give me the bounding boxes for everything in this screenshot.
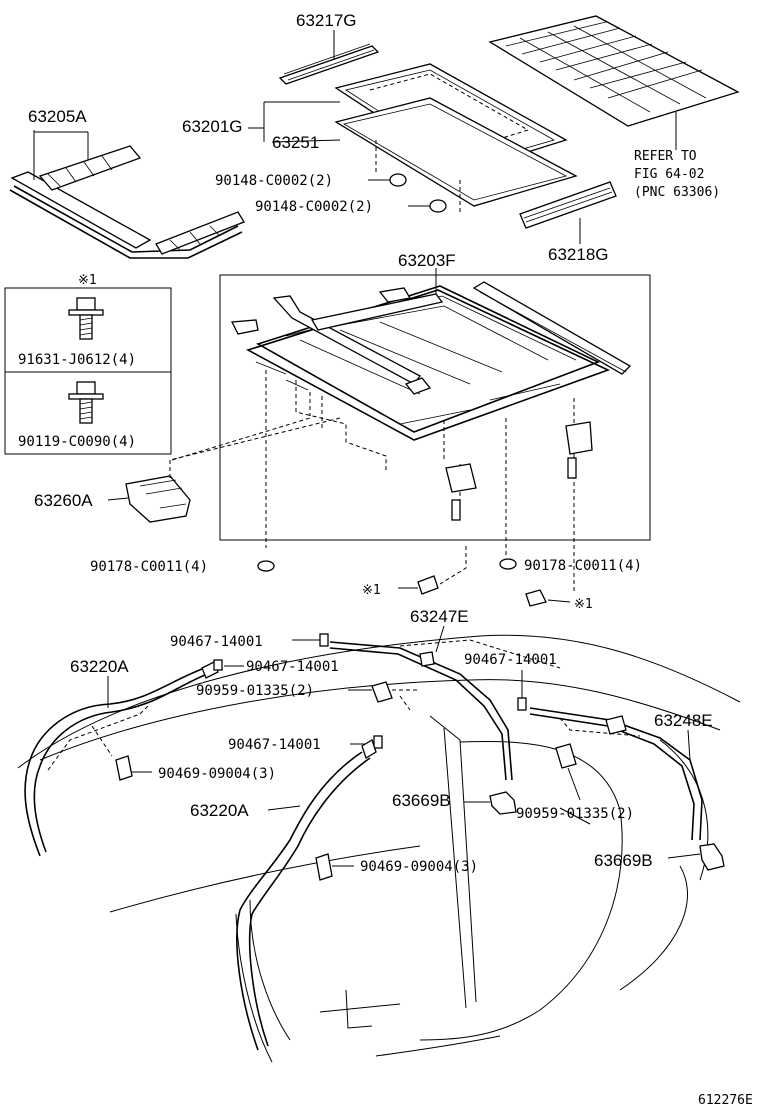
part-63247E-hose [329, 639, 561, 781]
part-90148-clip-1 [389, 173, 407, 187]
label-63220A-bottom: 63220A [190, 801, 249, 820]
fastener-box [4, 287, 172, 455]
illustration-code: 612276E [698, 1093, 753, 1108]
label-90467-a: 90467-14001 [170, 634, 263, 650]
part-63217G-rail [278, 30, 380, 85]
part-63218G-rail [519, 181, 617, 244]
bolt-90119-head [76, 381, 96, 395]
part-63220A-hose-rear [236, 739, 377, 1051]
label-note-2: ※1 [362, 583, 381, 598]
label-note-1: ※1 [78, 273, 97, 288]
label-refer-to: REFER TO [634, 149, 697, 164]
label-63248E: 63248E [654, 711, 713, 730]
part-63203F-housing-frame [230, 281, 632, 441]
nut-90178-left [257, 560, 275, 572]
label-note-3: ※1 [574, 597, 593, 612]
label-90148-bottom: 90148-C0002(2) [255, 199, 373, 215]
label-63247E: 63247E [410, 607, 469, 626]
clamp-90467-a [319, 633, 329, 647]
part-63205A-frame [9, 130, 245, 259]
label-91631: 91631-J0612(4) [18, 352, 136, 368]
part-63248E-hose [529, 707, 703, 841]
label-refer-pnc: (PNC 63306) [634, 185, 720, 200]
label-90959-bottom: 90959-01335(2) [516, 806, 634, 822]
label-90178-right: 90178-C0011(4) [524, 558, 642, 574]
grommet-90959-top [371, 681, 393, 703]
label-63203F: 63203F [398, 251, 456, 270]
part-63260A-motor [125, 417, 341, 523]
elbow-63669B-right [699, 843, 725, 871]
label-90959-top: 90959-01335(2) [196, 683, 314, 699]
label-90148-top: 90148-C0002(2) [215, 173, 333, 189]
label-90119: 90119-C0090(4) [18, 434, 136, 450]
label-90467-b: 90467-14001 [246, 659, 339, 675]
label-63217G: 63217G [296, 11, 357, 30]
label-63220A-top: 63220A [70, 657, 129, 676]
clamp-90467-d [373, 735, 383, 749]
label-90467-c: 90467-14001 [464, 652, 557, 668]
label-63669B-right: 63669B [594, 851, 653, 870]
part-90148-clip-2 [429, 199, 447, 213]
label-63669B-left: 63669B [392, 791, 451, 810]
bracket-right [565, 421, 593, 455]
clip-90469-top [115, 755, 133, 781]
bolt-91631-head [76, 297, 96, 311]
label-90469-top: 90469-09004(3) [158, 766, 276, 782]
clamp-90467-b [213, 659, 223, 671]
car-body-outline [17, 634, 741, 1063]
screw-note-left [417, 575, 439, 595]
label-90178-left: 90178-C0011(4) [90, 559, 208, 575]
grommet-90959-bottom [555, 743, 577, 769]
clamp-90467-c [517, 697, 527, 711]
screw-note-right [525, 589, 547, 607]
label-63201G: 63201G [182, 117, 243, 136]
part-63251-weatherstrip [334, 97, 578, 207]
label-refer-fig: FIG 64-02 [634, 167, 704, 182]
label-63260A: 63260A [34, 491, 93, 510]
label-63218G: 63218G [548, 245, 609, 264]
elbow-63669B-left [489, 791, 517, 815]
label-90469-bottom: 90469-09004(3) [360, 859, 478, 875]
clip-90469-bottom [315, 853, 333, 881]
housing-box-63203F [219, 274, 651, 541]
bracket-left [445, 463, 477, 493]
label-63205A: 63205A [28, 107, 87, 126]
label-63251: 63251 [272, 133, 319, 152]
nut-90178-right [499, 558, 517, 570]
label-90467-d: 90467-14001 [228, 737, 321, 753]
part-sunshade-panel [488, 15, 740, 150]
